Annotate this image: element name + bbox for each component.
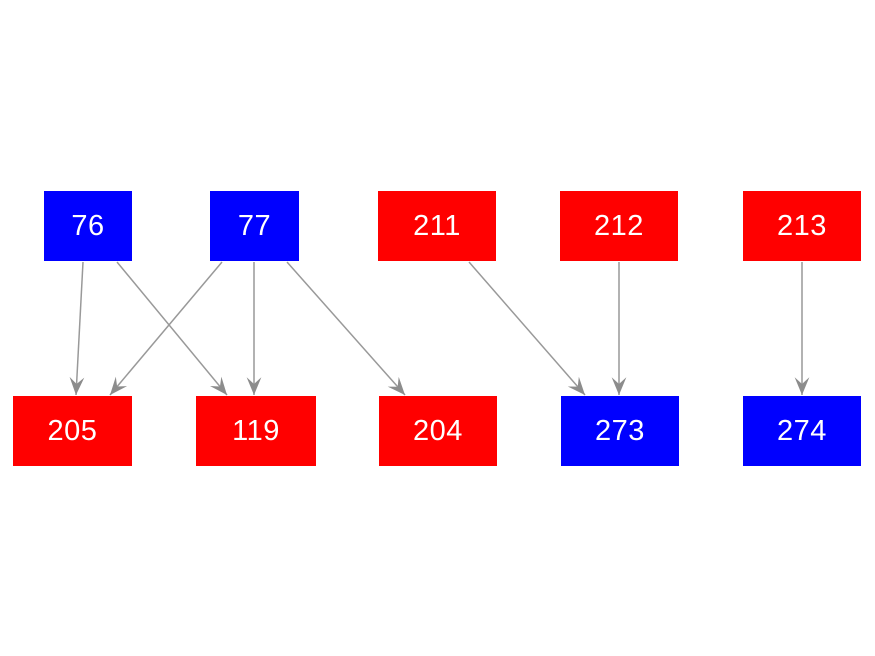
node-273: 273 [561,396,679,466]
node-205: 205 [13,396,132,466]
node-119: 119 [196,396,316,466]
node-212: 212 [560,191,678,261]
edge-76-to-119 [116,261,228,396]
edge-211-to-273 [468,261,586,396]
node-label: 212 [594,209,644,242]
node-77: 77 [210,191,299,261]
edge-76-to-205 [69,261,85,396]
node-label: 77 [237,209,272,242]
node-label: 204 [413,414,463,447]
node-label: 273 [595,414,645,447]
node-204: 204 [379,396,497,466]
edge-77-to-205 [109,261,223,396]
node-label: 213 [777,209,827,242]
node-label: 211 [413,209,461,242]
node-211: 211 [378,191,496,261]
node-label: 76 [71,209,105,242]
node-label: 274 [777,414,827,447]
node-label: 119 [232,414,280,447]
edge-77-to-204 [286,261,406,396]
node-label: 205 [47,414,98,447]
node-76: 76 [44,191,132,261]
node-274: 274 [743,396,861,466]
node-213: 213 [743,191,861,261]
